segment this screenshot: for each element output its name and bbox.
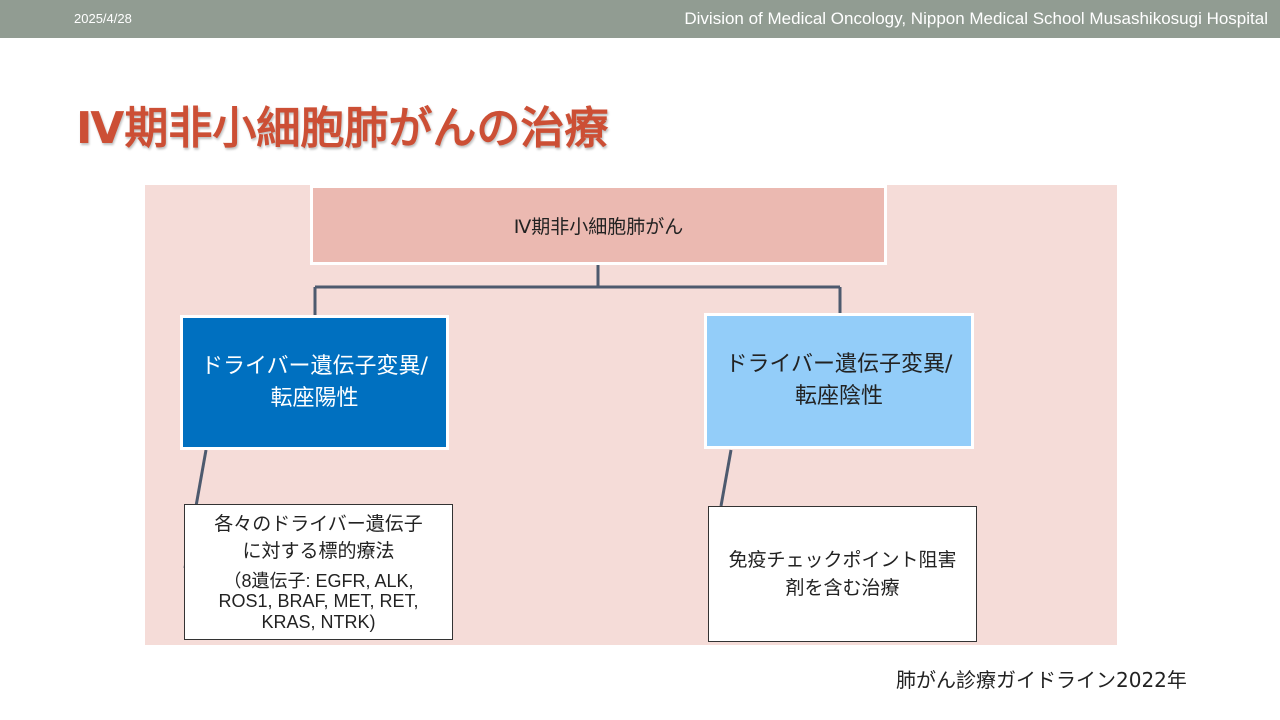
immunotherapy-label: 免疫チェックポイント阻害 剤を含む治療 (728, 548, 957, 600)
driver-positive-node: ドライバー遺伝子変異/ 転座陽性 (180, 315, 449, 450)
institution-name: Division of Medical Oncology, Nippon Med… (684, 9, 1268, 28)
root-node-label: Ⅳ期非小細胞肺がん (513, 215, 684, 238)
targeted-genes-list: （8遺伝子: EGFR, ALK, ROS1, BRAF, MET, RET, … (218, 570, 419, 632)
slide-title: Ⅳ期非小細胞肺がんの治療 (76, 103, 609, 154)
source-citation: 肺がん診療ガイドライン2022年 (896, 668, 1187, 692)
header-bar: 2025/4/28 Division of Medical Oncology, … (0, 0, 1280, 38)
driver-negative-label: ドライバー遺伝子変異/ 転座陰性 (725, 352, 953, 409)
root-node-stage4-nsclc: Ⅳ期非小細胞肺がん (310, 185, 887, 265)
driver-negative-node: ドライバー遺伝子変異/ 転座陰性 (704, 313, 974, 449)
targeted-therapy-node: 各々のドライバー遺伝子 に対する標的療法 （8遺伝子: EGFR, ALK, R… (184, 504, 453, 640)
driver-positive-label: ドライバー遺伝子変異/ 転座陽性 (201, 353, 428, 411)
immunotherapy-node: 免疫チェックポイント阻害 剤を含む治療 (708, 506, 977, 642)
targeted-therapy-label: 各々のドライバー遺伝子 に対する標的療法 (214, 513, 423, 562)
slide-date: 2025/4/28 (74, 11, 132, 26)
